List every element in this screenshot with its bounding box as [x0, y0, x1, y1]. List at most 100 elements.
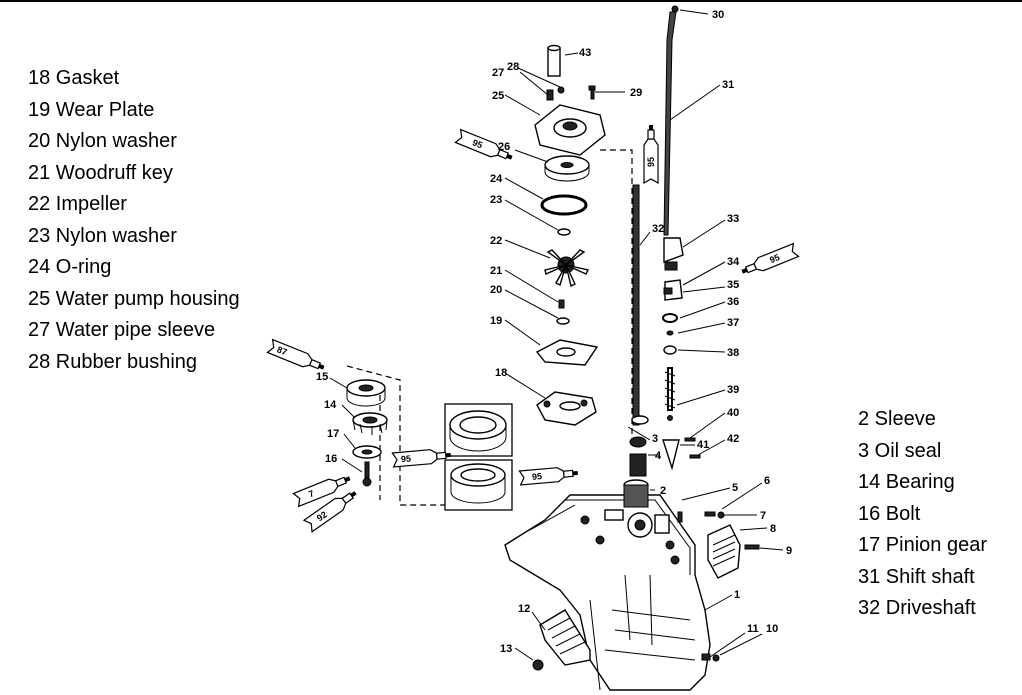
- callout-6: 6: [764, 475, 770, 487]
- callout-19: 19: [490, 315, 502, 327]
- callout-10: 10: [766, 623, 778, 635]
- callout-30: 30: [712, 9, 724, 21]
- legend-item: 23 Nylon washer: [28, 224, 177, 247]
- callout-38: 38: [727, 347, 739, 359]
- callout-23: 23: [490, 194, 502, 206]
- clip-30: [671, 5, 679, 13]
- callout-5: 5: [732, 482, 738, 494]
- legend-item: 20 Nylon washer: [28, 130, 177, 152]
- legend-item: 22 Impeller: [28, 193, 127, 215]
- tube-label: 95: [532, 471, 543, 482]
- pinion-assembly: [346, 379, 388, 487]
- legend-item: 24 O-ring: [28, 256, 112, 278]
- tube-label: 95: [768, 252, 781, 265]
- water-pipe-sleeve-43: [547, 44, 561, 77]
- impeller-cup-26: [544, 155, 590, 182]
- water-pump-housing-25: [534, 86, 606, 156]
- lubricant-tube-icon: 95: [518, 465, 579, 486]
- callout-29: 29: [630, 87, 642, 99]
- legend-item: 2 Sleeve: [858, 408, 936, 430]
- tube-label: 92: [315, 509, 329, 523]
- assembly-guide-line: [600, 149, 633, 440]
- callout-35: 35: [727, 279, 739, 291]
- driveshaft-32: [632, 184, 640, 426]
- bolt-29: [588, 85, 596, 100]
- wear-plate-19: [535, 339, 599, 366]
- leader-lines: [329, 9, 784, 661]
- legend-item: 3 Oil seal: [858, 439, 942, 462]
- callout-22: 22: [490, 235, 502, 247]
- water-intake-screen-12: [539, 609, 591, 666]
- callout-20: 20: [490, 284, 502, 296]
- tube-label: 87: [276, 344, 289, 357]
- sleeve-2: [623, 479, 649, 508]
- legend-item: 32 Driveshaft: [858, 597, 976, 619]
- lubricant-tube-icon: 95: [454, 128, 515, 165]
- top-border: [0, 0, 1022, 2]
- tube-label: 95: [471, 137, 484, 150]
- legend-item: 27 Water pipe sleeve: [28, 319, 216, 341]
- lubricant-tube-icon: 7: [292, 471, 353, 508]
- drain-screws-and-intake: [677, 511, 760, 662]
- legend-item: 16 Bolt: [858, 502, 921, 525]
- callout-41: 41: [697, 439, 709, 451]
- callout-26: 26: [498, 141, 510, 153]
- callout-25: 25: [492, 90, 504, 102]
- callout-16: 16: [325, 453, 337, 465]
- callout-39: 39: [727, 384, 739, 396]
- tube-label: 95: [401, 453, 412, 464]
- oil-seal-detail-box: [444, 403, 513, 457]
- oil-seal-3: [629, 415, 649, 477]
- tube-label: 7: [307, 488, 315, 499]
- legend-item: 17 Pinion gear: [858, 534, 987, 556]
- callout-40: 40: [727, 407, 739, 419]
- callout-34: 34: [727, 256, 740, 268]
- sleeve-detail-box: [444, 459, 513, 511]
- nylon-washer-23: [557, 228, 571, 236]
- callout-33: 33: [727, 213, 739, 225]
- callout-37: 37: [727, 317, 739, 329]
- callout-32: 32: [652, 223, 664, 235]
- callout-27: 27: [492, 67, 504, 79]
- callout-18: 18: [495, 367, 507, 379]
- callout-7: 7: [760, 510, 766, 522]
- gearcase-housing: [504, 494, 711, 691]
- legend-item: 18 Gasket: [28, 67, 120, 89]
- callout-1: 1: [734, 589, 740, 601]
- callout-4: 4: [655, 450, 662, 462]
- tube-label: 95: [646, 157, 656, 167]
- lubricant-tube-icon: 92: [303, 486, 361, 533]
- callout-8: 8: [770, 523, 776, 535]
- parts-legend-right: 2 Sleeve 3 Oil seal 14 Bearing 16 Bolt 1…: [858, 404, 987, 625]
- shift-linkage-parts: [662, 237, 701, 471]
- legend-item: 19 Wear Plate: [28, 98, 155, 121]
- callout-42: 42: [727, 433, 739, 445]
- gasket-18: [536, 391, 597, 426]
- legend-item: 25 Water pump housing: [28, 287, 240, 310]
- nylon-washer-20: [556, 317, 570, 325]
- callout-12: 12: [518, 603, 530, 615]
- callout-17: 17: [327, 428, 339, 440]
- callout-14: 14: [324, 399, 337, 411]
- legend-item: 14 Bearing: [858, 471, 955, 493]
- callout-21: 21: [490, 265, 502, 277]
- callout-9: 9: [786, 545, 792, 557]
- callout-31: 31: [722, 79, 734, 91]
- legend-item: 28 Rubber bushing: [28, 350, 198, 373]
- lubricant-tube-icon: 95: [391, 447, 452, 468]
- impeller-22: [544, 249, 590, 288]
- legend-item: 31 Shift shaft: [858, 565, 975, 588]
- callout-11: 11: [747, 623, 759, 635]
- lubricant-tube-icon: 95: [739, 242, 800, 279]
- lubricant-tube-icon: 95: [643, 124, 659, 184]
- callout-13: 13: [500, 643, 512, 655]
- parts-legend-left: 18 Gasket 19 Wear Plate 20 Nylon washer …: [28, 63, 240, 378]
- callout-28: 28: [507, 61, 519, 73]
- o-ring-24: [540, 194, 588, 216]
- shift-shaft-31: [663, 11, 677, 236]
- callout-3: 3: [652, 433, 658, 445]
- lubricant-tube-icon: 87: [266, 338, 327, 375]
- screw-13: [532, 659, 544, 671]
- callout-24: 24: [490, 173, 503, 185]
